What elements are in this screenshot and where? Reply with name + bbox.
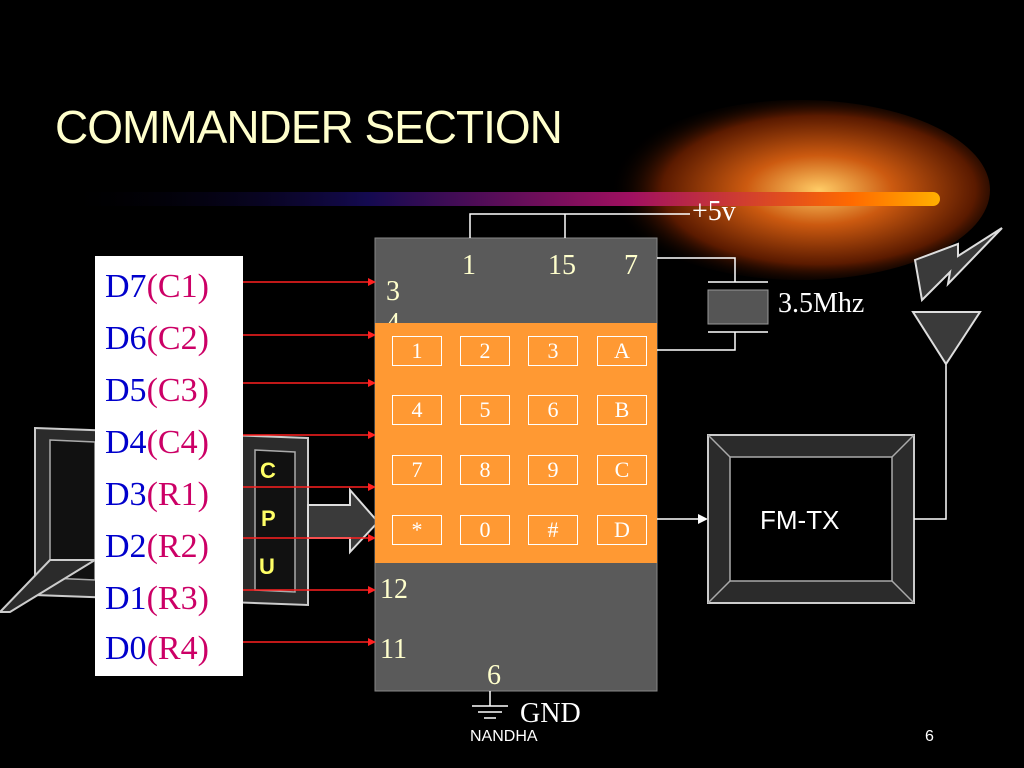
key-d[interactable]: D <box>597 515 647 545</box>
data-pin: (R2) <box>146 528 209 565</box>
lightning-icon <box>913 227 1003 303</box>
data-line-d0: D0(R4) <box>105 632 209 666</box>
data-line-d1: D1(R3) <box>105 582 209 616</box>
data-line-d2: D2(R2) <box>105 530 209 564</box>
pin-1-label: 1 <box>462 250 476 281</box>
data-wires <box>243 281 372 643</box>
data-pin: (C4) <box>146 424 209 461</box>
key-9[interactable]: 9 <box>528 455 578 485</box>
data-bit: D1 <box>105 580 147 617</box>
cpu-letter-p: P <box>261 506 276 531</box>
slide-title: COMMANDER SECTION <box>55 101 563 153</box>
footer-author: NANDHA <box>470 728 538 745</box>
key-0[interactable]: 0 <box>460 515 510 545</box>
data-wire-arrows <box>368 278 376 646</box>
data-bit: D4 <box>105 424 147 461</box>
data-bit: D0 <box>105 630 147 667</box>
key-7[interactable]: 7 <box>392 455 442 485</box>
key-star[interactable]: * <box>392 515 442 545</box>
data-bit: D2 <box>105 528 147 565</box>
keypad: 1 2 3 A 4 5 6 B 7 8 9 C * 0 # D <box>375 323 657 563</box>
cpu-letter-u: U <box>259 554 275 579</box>
antenna-wire <box>914 362 947 520</box>
data-bit: D6 <box>105 320 147 357</box>
data-pin: (C1) <box>146 268 209 305</box>
chip-to-fmtx-wire <box>657 514 708 524</box>
fm-tx-label: FM-TX <box>760 505 840 535</box>
key-a[interactable]: A <box>597 336 647 366</box>
pin-7-label: 7 <box>624 250 638 281</box>
data-line-d4: D4(C4) <box>105 426 209 460</box>
data-line-d7: D7(C1) <box>105 270 209 304</box>
pin-6-label: 6 <box>487 660 501 691</box>
key-hash[interactable]: # <box>528 515 578 545</box>
key-3[interactable]: 3 <box>528 336 578 366</box>
data-bit: D5 <box>105 372 147 409</box>
data-line-d3: D3(R1) <box>105 478 209 512</box>
key-2[interactable]: 2 <box>460 336 510 366</box>
cpu-to-chip-arrow <box>307 487 380 555</box>
data-bit: D7 <box>105 268 147 305</box>
title-sweep <box>60 100 990 280</box>
pin-4-label: 4 <box>386 308 400 323</box>
key-5[interactable]: 5 <box>460 395 510 425</box>
cpu-letter-c: C <box>260 458 276 483</box>
pin-3-label: 3 <box>386 276 400 307</box>
data-pin: (R3) <box>146 580 209 617</box>
crystal <box>707 289 769 325</box>
data-line-d5: D5(C3) <box>105 374 209 408</box>
pin-11-label: 11 <box>380 634 407 665</box>
data-line-d6: D6(C2) <box>105 322 209 356</box>
pin-12-label: 12 <box>380 574 408 605</box>
gnd-label: GND <box>520 698 581 729</box>
vcc-label: +5v <box>692 196 736 227</box>
key-8[interactable]: 8 <box>460 455 510 485</box>
pin-15-label: 15 <box>548 250 576 281</box>
data-pin: (R4) <box>146 630 209 667</box>
data-pin: (C3) <box>146 372 209 409</box>
data-pin: (R1) <box>146 476 209 513</box>
key-4[interactable]: 4 <box>392 395 442 425</box>
page-number: 6 <box>925 728 934 745</box>
data-lines-panel: D7(C1) D6(C2) D5(C3) D4(C4) D3(R1) D2(R2… <box>95 256 243 676</box>
data-bit: D3 <box>105 476 147 513</box>
fm-tx-block <box>707 434 915 604</box>
data-pin: (C2) <box>146 320 209 357</box>
key-6[interactable]: 6 <box>528 395 578 425</box>
key-1[interactable]: 1 <box>392 336 442 366</box>
crystal-label: 3.5Mhz <box>778 288 865 319</box>
key-b[interactable]: B <box>597 395 647 425</box>
ground-symbol <box>472 691 508 719</box>
vcc-wiring <box>469 213 768 351</box>
antenna-icon <box>911 311 982 366</box>
key-c[interactable]: C <box>597 455 647 485</box>
